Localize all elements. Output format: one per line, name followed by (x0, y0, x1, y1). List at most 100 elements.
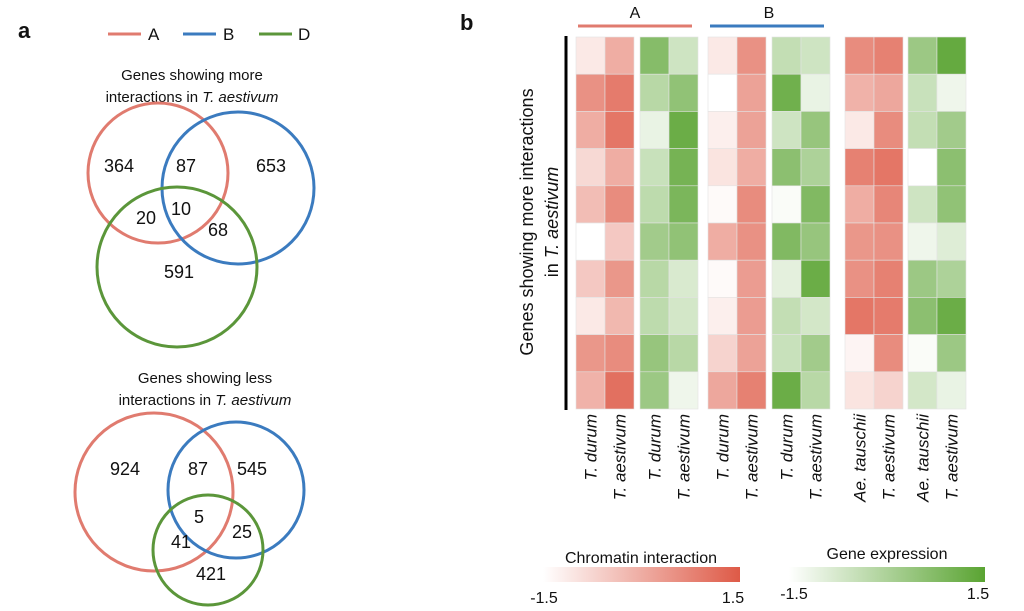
column-label: T. aestivum (743, 414, 762, 500)
heatmap-cell (936, 185, 967, 224)
venn-less-circle-b (166, 420, 306, 560)
heatmap-cell (736, 334, 767, 373)
venn-more-a-only: 364 (104, 156, 134, 176)
legend-label-b: B (223, 25, 234, 44)
venn-more-interactions: Genes showing more interactions in T. ae… (86, 67, 316, 349)
heatmap-cell (844, 36, 875, 75)
heatmap-cell (668, 111, 699, 149)
venn-less-circle-d (151, 493, 265, 607)
heatmap-cell (800, 111, 831, 149)
heatmap-cell (936, 222, 967, 261)
group-label-a: A (630, 5, 641, 22)
venn-more-bd: 68 (208, 220, 228, 240)
heatmap-cell (707, 334, 738, 373)
heatmap-cell (873, 148, 904, 187)
heatmap-cell (639, 111, 670, 149)
heatmap-cell (736, 259, 767, 298)
heatmap-cell (575, 371, 606, 410)
venn-less-b-only: 545 (237, 459, 267, 479)
heatmap-cell (844, 148, 875, 187)
heatmap-cell (844, 73, 875, 112)
heatmap-cell (604, 111, 635, 149)
heatmap-cell (800, 185, 831, 224)
chromatin-legend-title: Chromatin interaction (565, 550, 717, 567)
heatmap-cell (936, 334, 967, 373)
heatmap-cell (800, 73, 831, 112)
heatmap-cell (736, 185, 767, 224)
heatmap-cell (844, 371, 875, 410)
heatmap-cell (604, 36, 635, 75)
heatmap-cell (604, 222, 635, 261)
heatmap-cell (707, 111, 738, 149)
heatmap-cell (639, 185, 670, 224)
heatmap-cell (771, 297, 802, 335)
heatmap-cell (844, 185, 875, 224)
heatmap-cell (873, 111, 904, 149)
heatmap-cell (575, 111, 606, 149)
heatmap-cell (707, 185, 738, 224)
venn-less-interactions: Genes showing less interactions in T. ae… (73, 370, 306, 607)
heatmap-cell (668, 36, 699, 75)
chromatin-legend: Chromatin interaction -1.5 1.5 (530, 550, 744, 607)
chromatin-legend-max: 1.5 (722, 590, 744, 607)
column-label: T. durum (646, 414, 665, 480)
heatmap-cell (575, 334, 606, 373)
heatmap-cell (907, 259, 938, 298)
heatmap-cell (668, 222, 699, 261)
heatmap-cell (604, 73, 635, 112)
heatmap-cell (668, 297, 699, 335)
venn-less-ad: 41 (171, 532, 191, 552)
venn-less-ab: 87 (188, 459, 208, 479)
venn-more-ab: 87 (176, 156, 196, 176)
expression-legend-gradient (789, 567, 985, 582)
heatmap-cell (736, 36, 767, 75)
heatmap-cell (707, 222, 738, 261)
venn-more-circle-d (95, 185, 259, 349)
heatmap-cell (800, 334, 831, 373)
heatmap-cell (707, 36, 738, 75)
heatmap-cell (707, 371, 738, 410)
venn-less-bd: 25 (232, 522, 252, 542)
heatmap-cell (907, 148, 938, 187)
heatmap-cell (907, 334, 938, 373)
venn-more-abd: 10 (171, 199, 191, 219)
heatmap-cell (907, 73, 938, 112)
heatmap-cell (771, 111, 802, 149)
venn-more-ad: 20 (136, 208, 156, 228)
panel-b-label: b (460, 10, 473, 35)
heatmap-cell (575, 148, 606, 187)
heatmap-cell (844, 297, 875, 335)
heatmap-cell (668, 259, 699, 298)
venn-less-abd: 5 (194, 507, 204, 527)
heatmap-cell (907, 297, 938, 335)
heatmap-cell (707, 73, 738, 112)
heatmap-cell (771, 222, 802, 261)
heatmap-cell (771, 371, 802, 410)
heatmap-cell (800, 222, 831, 261)
heatmap-cell (736, 111, 767, 149)
row-label-line2: in T. aestivum (542, 167, 562, 277)
heatmap-cell (800, 148, 831, 187)
heatmap-cell (736, 148, 767, 187)
chromatin-legend-gradient (543, 567, 740, 582)
heatmap-cell (668, 371, 699, 410)
heatmap-cell (936, 297, 967, 335)
heatmap-cell (707, 148, 738, 187)
heatmap-cell (639, 73, 670, 112)
heatmap-cell (844, 334, 875, 373)
expression-legend-max: 1.5 (967, 586, 989, 603)
legend-label-d: D (298, 25, 310, 44)
heatmap-cell (575, 185, 606, 224)
heatmap-cell (668, 73, 699, 112)
heatmap-cell (771, 73, 802, 112)
heatmap-cell (575, 73, 606, 112)
heatmap-cell (639, 222, 670, 261)
heatmap-cell (936, 36, 967, 75)
heatmap-cell (800, 371, 831, 410)
heatmap-cell (873, 259, 904, 298)
heatmap-cell (639, 371, 670, 410)
heatmap-cell (736, 371, 767, 410)
heatmap-cell (639, 297, 670, 335)
